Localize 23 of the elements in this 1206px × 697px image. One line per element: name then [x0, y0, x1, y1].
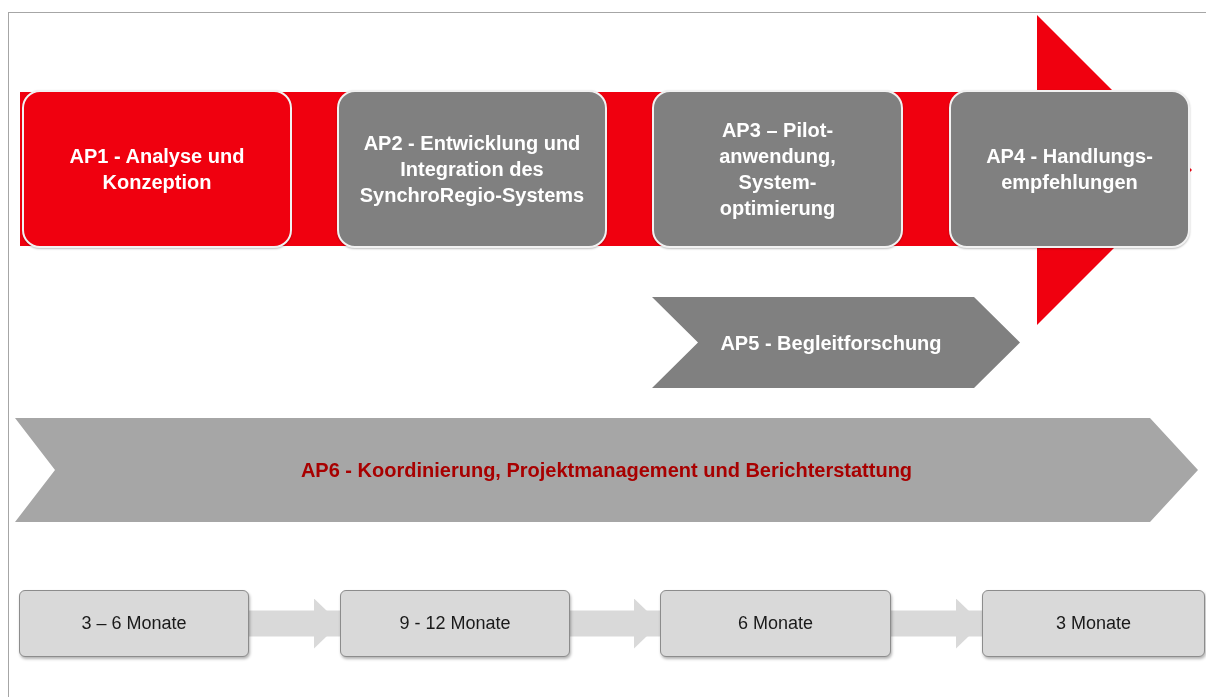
block-arrow [570, 598, 660, 649]
package-label: 3 Monate [1055, 611, 1132, 635]
duration-box [19, 590, 249, 657]
block-arrow [891, 598, 982, 649]
work-package-box [337, 90, 607, 248]
package-label: AP4 - Handlungs-empfehlungen [985, 144, 1154, 195]
package-label: 9 - 12 Monate [399, 611, 511, 635]
work-package-box [652, 90, 903, 248]
package-label: 6 Monate [737, 611, 814, 635]
package-label: AP2 - Entwicklung und Integration des SynchroRegio-Systems [358, 131, 586, 208]
duration-box [660, 590, 891, 657]
package-label: 3 – 6 Monate [81, 611, 187, 635]
duration-box [340, 590, 570, 657]
duration-box [982, 590, 1205, 657]
work-package-box [22, 90, 292, 248]
work-package-chevron [15, 418, 1198, 522]
work-package-box [949, 90, 1190, 248]
package-label: AP1 - Analyse und Konzeption [68, 144, 246, 195]
block-arrow [249, 598, 340, 649]
package-label: AP3 – Pilot-anwendung, System-optimierung [718, 118, 837, 221]
work-package-chevron [652, 297, 1020, 388]
package-label: AP5 - Begleitforschung [720, 330, 942, 356]
package-label: AP6 - Koordinierung, Projektmanagement und Berichterstattung [300, 458, 913, 483]
